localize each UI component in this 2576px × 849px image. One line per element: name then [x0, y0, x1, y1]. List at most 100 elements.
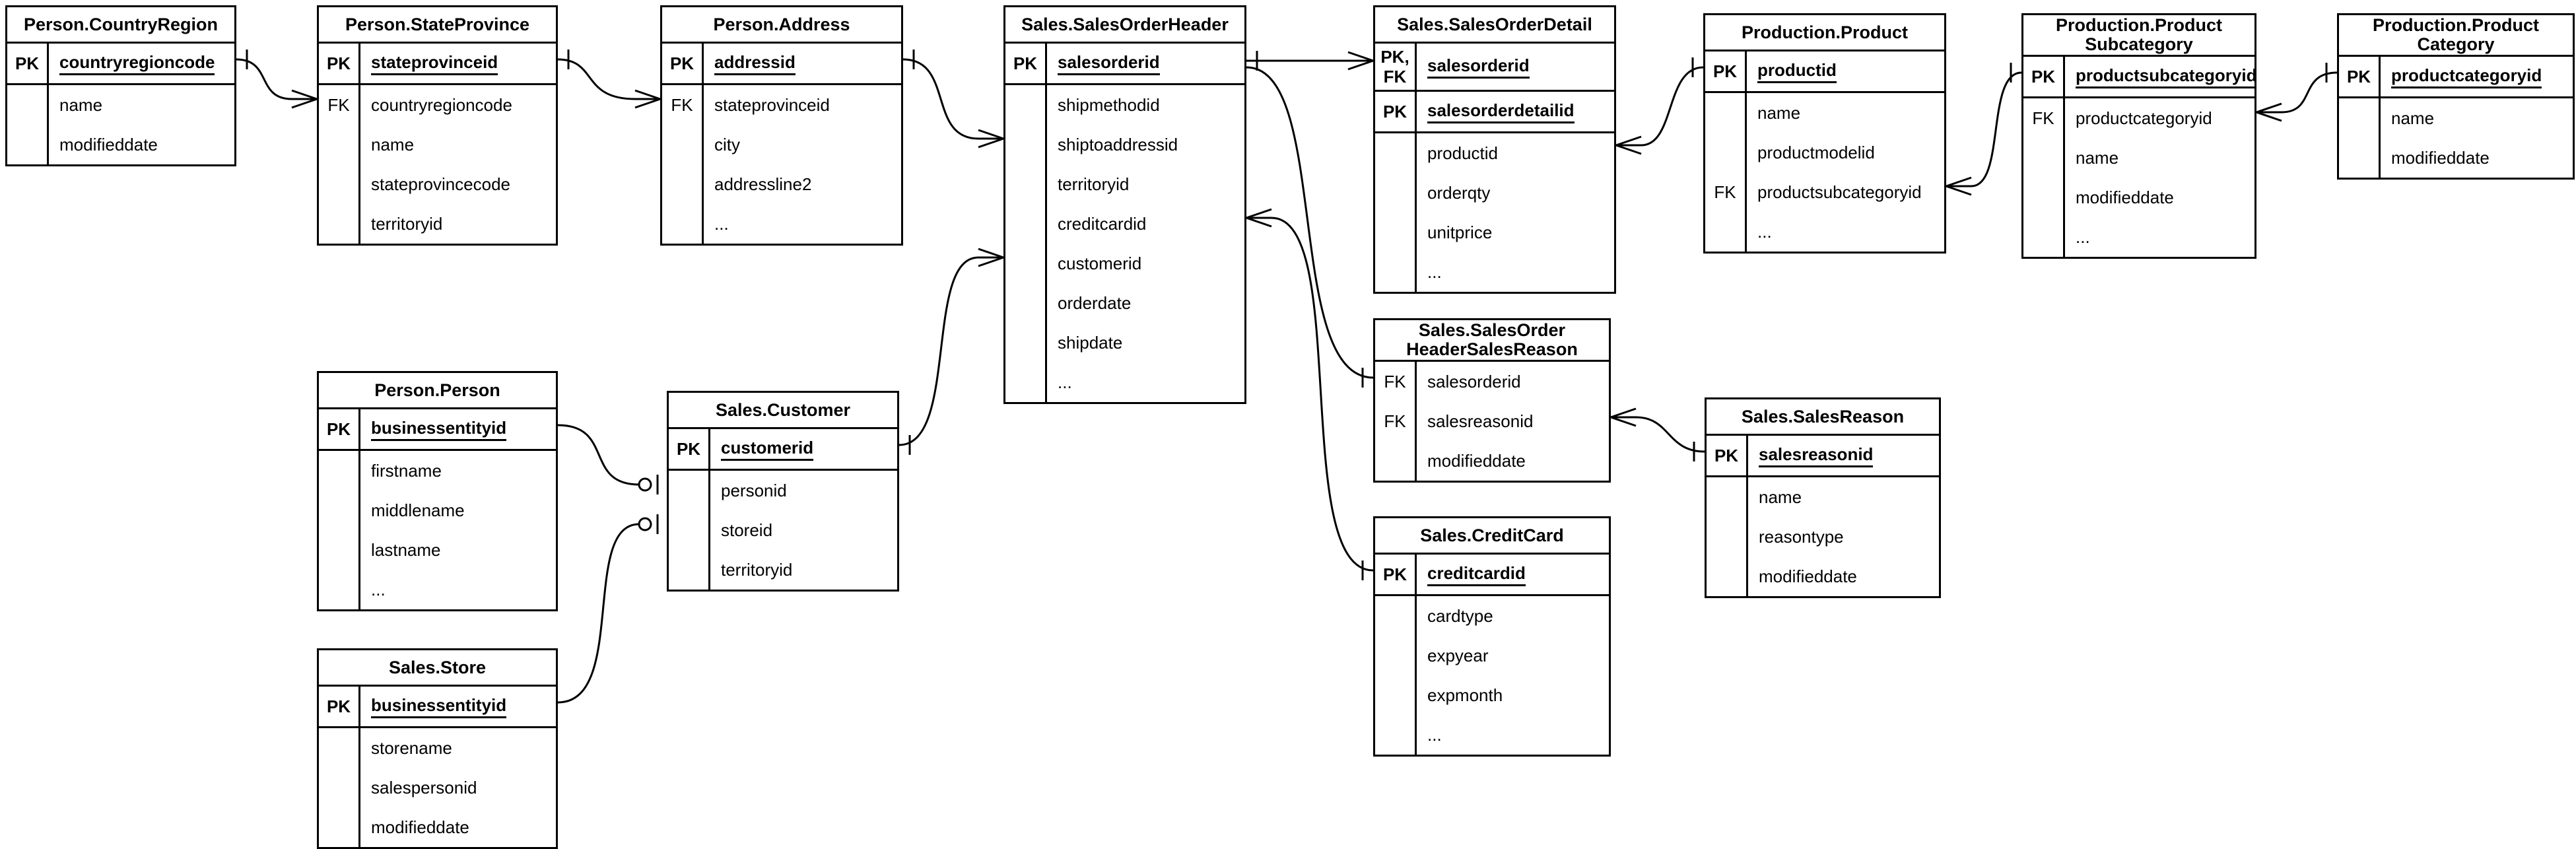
key-label — [319, 570, 358, 609]
key-label — [662, 204, 702, 244]
table-title-store: Sales.Store — [319, 650, 556, 687]
relationship-salesorderheader-headersalesreason — [1246, 66, 1374, 388]
key-label — [1375, 252, 1415, 292]
field-ellipsis: ... — [1058, 372, 1072, 392]
key-label — [319, 768, 358, 807]
key-column: FK — [2023, 98, 2065, 257]
field-unitprice: unitprice — [1427, 222, 1493, 242]
key-column — [1005, 85, 1047, 402]
field-name: name — [2391, 108, 2435, 128]
table-title-state_province: Person.StateProvince — [319, 7, 556, 44]
key-column — [319, 728, 360, 847]
field-businessentityid: businessentityid — [360, 409, 556, 449]
key-label — [1005, 164, 1045, 204]
key-label — [319, 204, 358, 244]
key-label: PK — [15, 53, 40, 73]
key-label — [662, 164, 702, 204]
key-column: PK — [7, 44, 49, 83]
relationship-product-productsubcategory — [1946, 63, 2022, 196]
table-title-country_region: Person.CountryRegion — [7, 7, 234, 44]
table-title-person: Person.Person — [319, 373, 556, 409]
field-shipdate: shipdate — [1058, 332, 1123, 353]
relationship-person-customer — [557, 424, 659, 494]
field-territoryid: territoryid — [721, 559, 793, 580]
relationship-productsubcategory-productcategory — [2256, 63, 2338, 122]
key-column — [1375, 133, 1417, 292]
field-salesreasonid: salesreasonid — [1427, 411, 1534, 431]
key-label: FK — [1384, 411, 1406, 431]
key-label: PK — [1382, 102, 1407, 121]
key-label: PK — [1382, 564, 1407, 584]
key-label — [1375, 173, 1415, 213]
key-label — [319, 451, 358, 491]
field-expyear: expyear — [1427, 645, 1489, 665]
key-label — [1707, 517, 1746, 557]
field-salesreasonid: salesreasonid — [1748, 436, 1939, 475]
field-shipmethodid: shipmethodid — [1058, 94, 1160, 115]
field-addressid: addressid — [704, 44, 901, 83]
key-label — [1705, 133, 1745, 172]
key-label — [2339, 98, 2379, 138]
table-title-sales_order_header: Sales.SalesOrderHeader — [1005, 7, 1244, 44]
key-label — [1005, 244, 1045, 283]
field-salesorderid: salesorderid — [1047, 44, 1244, 83]
key-label: PK — [326, 53, 351, 73]
field-addressline2: addressline2 — [714, 174, 812, 194]
key-label: PK — [2031, 67, 2056, 86]
cardinality-many-crowfoot — [1615, 135, 1642, 155]
key-column — [319, 451, 360, 609]
cardinality-many-crowfoot — [291, 89, 318, 109]
key-column: PK — [2339, 57, 2381, 96]
table-title-sales_order_detail: Sales.SalesOrderDetail — [1375, 7, 1614, 44]
key-column: FK — [1705, 93, 1747, 252]
field-modifieddate: modifieddate — [2391, 147, 2490, 168]
field-name: name — [2076, 147, 2119, 168]
key-column: PK — [1375, 92, 1417, 131]
key-label: FK — [671, 95, 693, 115]
field-customerid: customerid — [1058, 253, 1142, 273]
key-column — [669, 471, 710, 590]
cardinality-many-crowfoot — [978, 129, 1004, 149]
field-modifieddate: modifieddate — [1427, 450, 1526, 471]
cardinality-many-crowfoot — [1246, 208, 1272, 228]
field-personid: personid — [721, 480, 787, 500]
key-label — [1005, 204, 1045, 244]
relationship-salesorderheader-salesorderdetail — [1246, 51, 1374, 71]
field-name: name — [371, 134, 415, 154]
field-city: city — [714, 134, 740, 154]
field-creditcardid: creditcardid — [1417, 555, 1609, 594]
field-name: name — [1757, 102, 1801, 123]
field-storename: storename — [371, 737, 452, 758]
key-label: PK — [676, 439, 701, 459]
key-column: PK — [1005, 44, 1047, 83]
field-ellipsis: ... — [1427, 261, 1442, 282]
field-salespersonid: salespersonid — [371, 777, 477, 798]
key-column: PK,FK — [1375, 44, 1417, 90]
field-productid: productid — [1747, 51, 1944, 91]
field-cardtype: cardtype — [1427, 605, 1493, 626]
field-productsubcategoryid: productsubcategoryid — [2065, 57, 2257, 96]
field-orderdate: orderdate — [1058, 292, 1132, 313]
field-stateprovincecode: stateprovincecode — [371, 174, 511, 194]
field-productid: productid — [1427, 143, 1498, 163]
key-column: FK — [319, 85, 360, 244]
key-column: PK — [662, 44, 704, 83]
field-productcategoryid: productcategoryid — [2381, 57, 2573, 96]
key-label — [2339, 138, 2379, 178]
field-modifieddate: modifieddate — [371, 817, 469, 837]
key-label — [319, 164, 358, 204]
field-territoryid: territoryid — [1058, 174, 1130, 194]
relationship-address-salesorderheader — [902, 50, 1004, 149]
field-modifieddate: modifieddate — [1759, 566, 1857, 586]
